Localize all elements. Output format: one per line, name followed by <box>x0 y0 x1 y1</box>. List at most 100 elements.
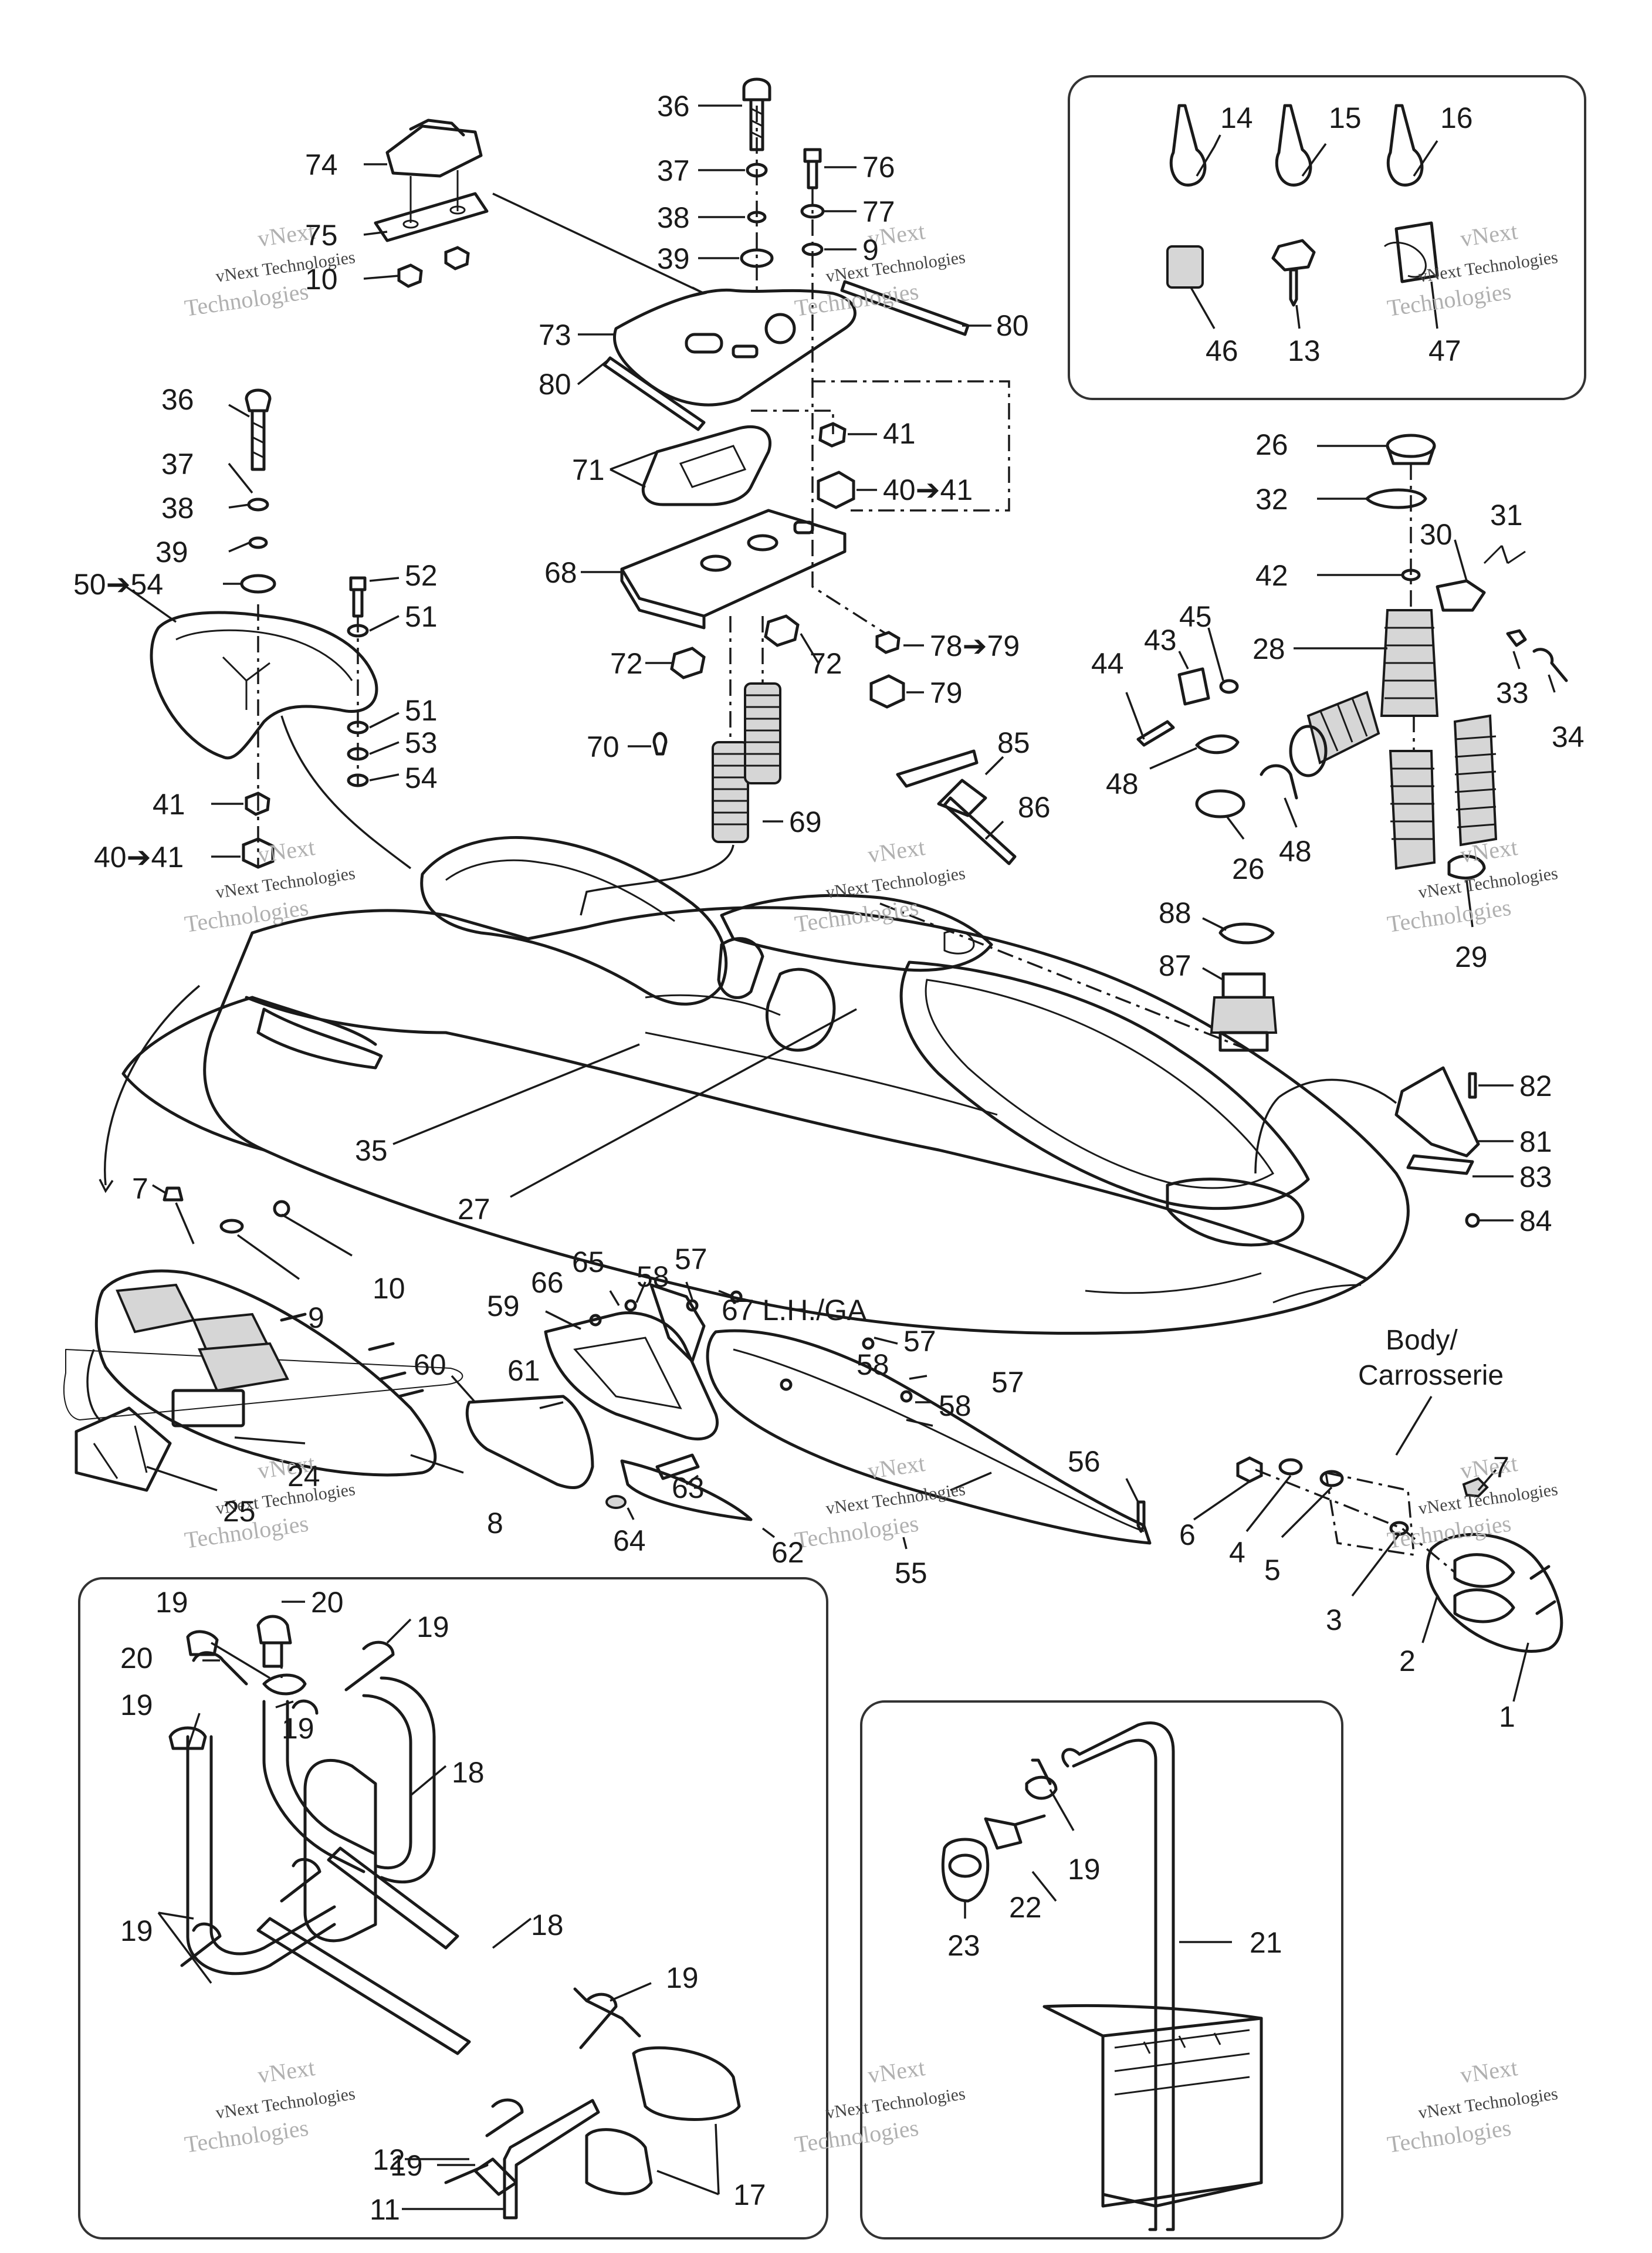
svg-text:vNext: vNext <box>866 834 926 868</box>
svg-text:Technologies: Technologies <box>183 2115 310 2158</box>
callout-71: 71 <box>572 454 605 486</box>
callout-40-41-center: 40➔41 <box>883 473 973 506</box>
callout-48-right: 48 <box>1279 835 1312 868</box>
callout-74: 74 <box>305 148 338 181</box>
callout-59: 59 <box>487 1290 520 1322</box>
callout-76: 76 <box>862 151 895 184</box>
callout-19-inset-lower-left: 19 <box>120 1914 153 1947</box>
callout-28: 28 <box>1252 632 1285 665</box>
callout-65: 65 <box>572 1246 605 1278</box>
callout-19-inset-mid: 19 <box>282 1712 314 1745</box>
callout-73: 73 <box>539 319 571 351</box>
callout-13: 13 <box>1288 334 1321 367</box>
callout-82: 82 <box>1519 1070 1552 1102</box>
callout-26-top: 26 <box>1255 428 1288 461</box>
callout-15: 15 <box>1329 102 1362 134</box>
watermark-lower-right: vNext vNext Technologies Technologies <box>1386 1450 1559 1554</box>
callout-68: 68 <box>544 556 577 589</box>
callout-32: 32 <box>1255 483 1288 516</box>
callout-55: 55 <box>895 1557 927 1589</box>
callout-41-left: 41 <box>153 788 185 821</box>
callout-43: 43 <box>1144 624 1177 657</box>
callout-40-41-left: 40➔41 <box>94 841 184 874</box>
callout-58-mid: 58 <box>857 1348 889 1381</box>
svg-text:vNext: vNext <box>256 2054 316 2088</box>
callout-6: 6 <box>1179 1518 1196 1551</box>
nozzle-parts <box>1236 1456 1563 1653</box>
watermark-lower-left: vNext vNext Technologies Technologies <box>183 1450 357 1554</box>
callout-79: 79 <box>930 676 963 709</box>
callout-47: 47 <box>1428 334 1461 367</box>
callout-77: 77 <box>862 195 895 228</box>
callout-78-79: 78➔79 <box>930 630 1020 662</box>
callout-9-top: 9 <box>862 234 879 266</box>
svg-text:Technologies: Technologies <box>1386 278 1513 322</box>
callout-51-lower: 51 <box>405 694 438 727</box>
callout-10-top: 10 <box>305 263 338 296</box>
callout-44: 44 <box>1091 647 1124 680</box>
callout-19-inset-bottom: 19 <box>390 2149 423 2182</box>
callout-52: 52 <box>405 559 438 592</box>
misc-right-parts <box>879 749 1480 1228</box>
battery-vent-parts <box>941 1721 1263 2231</box>
callout-19-battery: 19 <box>1068 1853 1101 1886</box>
callout-18-upper: 18 <box>452 1756 485 1789</box>
callout-36-top: 36 <box>657 90 690 123</box>
callout-58-low: 58 <box>939 1389 971 1422</box>
callout-36-left: 36 <box>161 383 194 416</box>
callout-4: 4 <box>1229 1536 1245 1569</box>
callout-35: 35 <box>355 1134 388 1167</box>
callout-75: 75 <box>305 219 338 252</box>
callout-26-lower: 26 <box>1232 853 1265 885</box>
callout-50-54: 50➔54 <box>73 568 163 601</box>
callout-37-left: 37 <box>161 448 194 481</box>
callout-64: 64 <box>613 1524 646 1557</box>
callout-80-right: 80 <box>996 309 1029 342</box>
callout-20-left: 20 <box>120 1642 153 1674</box>
svg-text:Technologies: Technologies <box>1386 2115 1513 2158</box>
callout-66: 66 <box>531 1266 564 1299</box>
callout-25: 25 <box>223 1495 256 1528</box>
watermark-lower-center: vNext vNext Technologies Technologies <box>793 1450 967 1554</box>
callout-88: 88 <box>1159 897 1191 929</box>
callout-21: 21 <box>1250 1926 1282 1959</box>
callout-39-left: 39 <box>155 536 188 569</box>
callout-8: 8 <box>487 1507 503 1540</box>
inset-box-battery-vent <box>860 1700 1343 2240</box>
callout-38-left: 38 <box>161 492 194 525</box>
callout-46: 46 <box>1206 334 1238 367</box>
callout-33: 33 <box>1496 676 1529 709</box>
callout-86: 86 <box>1018 791 1051 824</box>
inset-box-clips <box>1068 75 1586 400</box>
callout-42: 42 <box>1255 559 1288 592</box>
callout-80-left: 80 <box>539 368 571 401</box>
callout-63: 63 <box>672 1471 705 1504</box>
callout-45: 45 <box>1179 600 1212 633</box>
callout-56: 56 <box>1068 1445 1101 1478</box>
callout-12: 12 <box>373 2143 405 2176</box>
watermark-bottom-left: vNext vNext Technologies Technologies <box>183 2054 357 2158</box>
svg-text:Technologies: Technologies <box>793 2115 920 2158</box>
callout-81: 81 <box>1519 1125 1552 1158</box>
callout-34: 34 <box>1552 720 1585 753</box>
callout-51-upper: 51 <box>405 600 438 633</box>
callout-57-low: 57 <box>991 1366 1024 1399</box>
callout-7-left: 7 <box>132 1172 148 1205</box>
callout-16: 16 <box>1440 102 1473 134</box>
callout-72-left: 72 <box>610 647 643 680</box>
callout-5: 5 <box>1264 1554 1281 1586</box>
callout-17: 17 <box>733 2178 766 2211</box>
svg-text:Technologies: Technologies <box>793 1510 920 1554</box>
svg-text:vNext: vNext <box>1458 218 1519 252</box>
callout-39-top: 39 <box>657 242 690 275</box>
callout-58-top: 58 <box>637 1260 669 1293</box>
watermark-bottom-right: vNext vNext Technologies Technologies <box>1386 2054 1559 2158</box>
callout-72-right: 72 <box>810 647 842 680</box>
hull-body <box>121 836 1410 1335</box>
callout-87: 87 <box>1159 949 1191 982</box>
callout-11: 11 <box>370 2193 400 2226</box>
callout-48-left: 48 <box>1106 767 1139 800</box>
callout-31: 31 <box>1490 499 1523 532</box>
callout-62: 62 <box>771 1536 804 1569</box>
